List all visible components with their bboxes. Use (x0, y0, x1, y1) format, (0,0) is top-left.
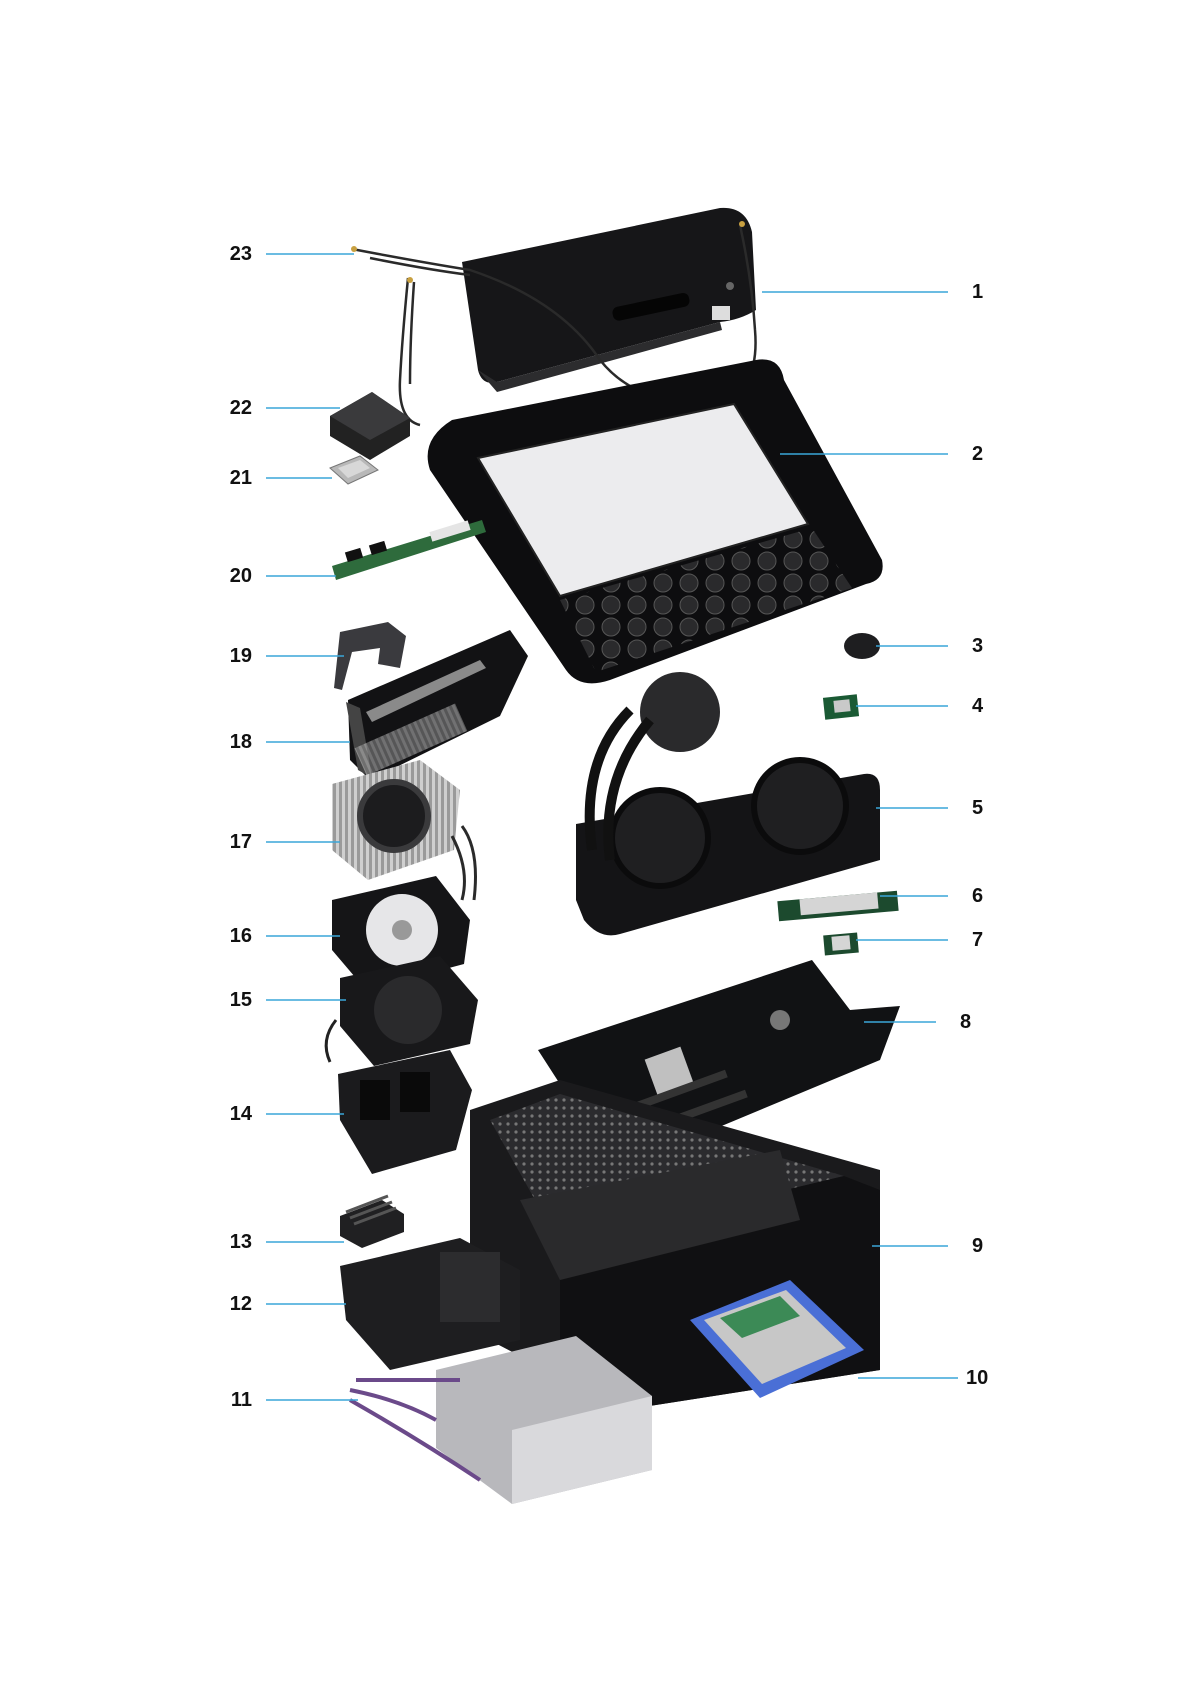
callout-10: 10 (966, 1368, 1006, 1388)
callout-21: 21 (212, 468, 252, 488)
callout-22: 22 (212, 398, 252, 418)
antenna-puck-part (330, 392, 410, 460)
vrm-heatsink-part (340, 1196, 404, 1248)
callout-16: 16 (212, 926, 252, 946)
side-panel-part (428, 359, 883, 683)
wireless-card-part (823, 694, 859, 719)
callout-2: 2 (972, 444, 1012, 464)
top-cover-part (462, 208, 756, 392)
drive-cage-part (340, 1238, 520, 1370)
callout-9: 9 (972, 1236, 1012, 1256)
callout-15: 15 (212, 990, 252, 1010)
callout-20: 20 (212, 566, 252, 586)
coin-cell-battery-part (844, 633, 880, 659)
graphics-card-part (346, 630, 528, 780)
callout-8: 8 (960, 1012, 1000, 1032)
callout-3: 3 (972, 636, 1012, 656)
memory-module-part (332, 520, 486, 580)
callout-17: 17 (212, 832, 252, 852)
fan-shroud-part (338, 1050, 472, 1174)
callout-1: 1 (972, 282, 1012, 302)
callout-6: 6 (972, 886, 1012, 906)
callout-4: 4 (972, 696, 1012, 716)
rear-fan-part (326, 956, 478, 1066)
callout-18: 18 (212, 732, 252, 752)
callout-11: 11 (212, 1390, 252, 1410)
callout-12: 12 (212, 1294, 252, 1314)
cpu-cooler-part (332, 760, 476, 900)
callout-13: 13 (212, 1232, 252, 1252)
processor-part (330, 456, 378, 484)
callout-5: 5 (972, 798, 1012, 818)
callout-7: 7 (972, 930, 1012, 950)
ssd-2230-part (823, 933, 859, 956)
callout-23: 23 (212, 244, 252, 264)
callout-19: 19 (212, 646, 252, 666)
callout-14: 14 (212, 1104, 252, 1124)
